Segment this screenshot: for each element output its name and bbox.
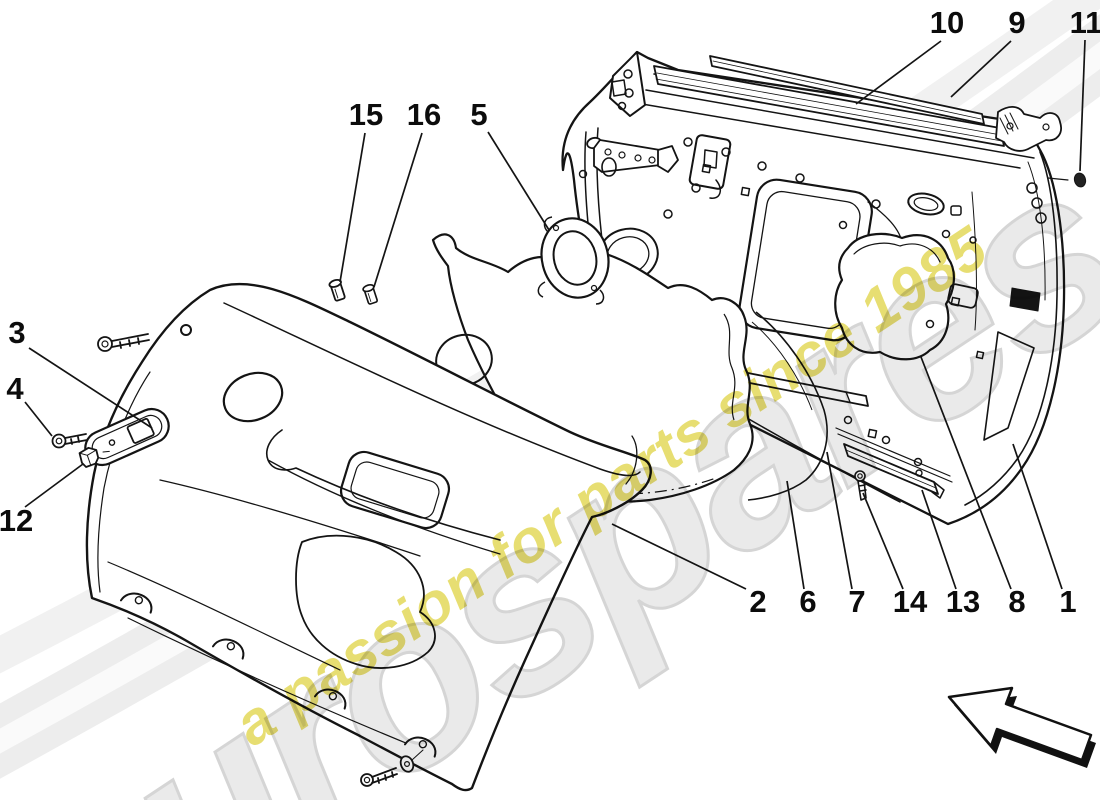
callout-labels: 15 16 5 10 9 11 3 4 12 2 6 7 14 13 8 1 xyxy=(0,5,1100,619)
leader-12 xyxy=(24,463,84,508)
left-hardware xyxy=(51,333,170,468)
screw-hole xyxy=(180,324,192,336)
deadening-sheet xyxy=(834,232,955,361)
callout-4: 4 xyxy=(6,371,24,406)
trim-panel-outline xyxy=(85,282,652,792)
rivet-16 xyxy=(362,284,378,305)
leader-1 xyxy=(1012,443,1063,590)
rivets xyxy=(328,278,378,305)
callout-11: 11 xyxy=(1070,5,1100,40)
speaker-adapter-5 xyxy=(537,216,610,305)
leader-10 xyxy=(855,40,942,105)
upper-screw xyxy=(97,333,150,352)
leader-6 xyxy=(786,480,805,590)
latch-slot xyxy=(1009,287,1041,312)
callout-15: 15 xyxy=(349,97,383,132)
callout-12: 12 xyxy=(0,503,33,538)
door-trim-panel xyxy=(85,282,652,792)
direction-arrow-icon xyxy=(947,686,1096,768)
callout-7: 7 xyxy=(848,584,865,619)
callout-2: 2 xyxy=(749,584,766,619)
leader-13 xyxy=(921,489,957,590)
frame-cutout xyxy=(688,134,732,199)
weatherstrip-outer-10 xyxy=(709,55,985,125)
leader-2 xyxy=(611,523,747,590)
callout-1: 1 xyxy=(1059,584,1076,619)
door-handle-opening xyxy=(907,192,962,216)
callout-leaders xyxy=(24,39,1086,590)
grab-handle-slot xyxy=(339,450,451,530)
callout-3: 3 xyxy=(8,315,25,350)
callout-8: 8 xyxy=(1008,584,1025,619)
grommet-plug xyxy=(1047,172,1087,188)
callout-6: 6 xyxy=(799,584,816,619)
leader-7 xyxy=(826,451,853,590)
leader-8 xyxy=(920,356,1012,590)
leader-3 xyxy=(28,347,153,429)
door-frame-assembly xyxy=(561,50,1087,526)
hinge-arm xyxy=(586,136,679,173)
weatherstrip-end-bracket xyxy=(995,106,1062,152)
leader-4 xyxy=(24,401,53,437)
callout-14: 14 xyxy=(893,584,928,619)
weatherstrip-inner-9 xyxy=(653,65,1005,147)
callout-9: 9 xyxy=(1008,5,1025,40)
leader-11 xyxy=(1079,39,1086,172)
leader-16 xyxy=(373,132,423,288)
handle-cutout xyxy=(222,371,284,423)
callout-13: 13 xyxy=(946,584,980,619)
callout-5: 5 xyxy=(470,97,487,132)
door-frame-outline xyxy=(561,50,1066,526)
map-pocket xyxy=(295,534,436,669)
screw-4 xyxy=(51,433,88,449)
insulation-sheet-7 xyxy=(747,311,828,501)
leader-15 xyxy=(339,132,366,283)
hinge-bracket xyxy=(609,51,646,117)
bottom-screw xyxy=(360,749,424,787)
callout-16: 16 xyxy=(407,97,441,132)
leader-9 xyxy=(950,40,1012,98)
leader-5 xyxy=(487,131,550,231)
leader-14 xyxy=(862,492,904,590)
mounting-tabs xyxy=(119,592,437,758)
retaining-bracket-13 xyxy=(835,427,953,499)
callout-10: 10 xyxy=(930,5,964,40)
frame-holes xyxy=(651,137,985,467)
rivet-15 xyxy=(328,278,346,302)
